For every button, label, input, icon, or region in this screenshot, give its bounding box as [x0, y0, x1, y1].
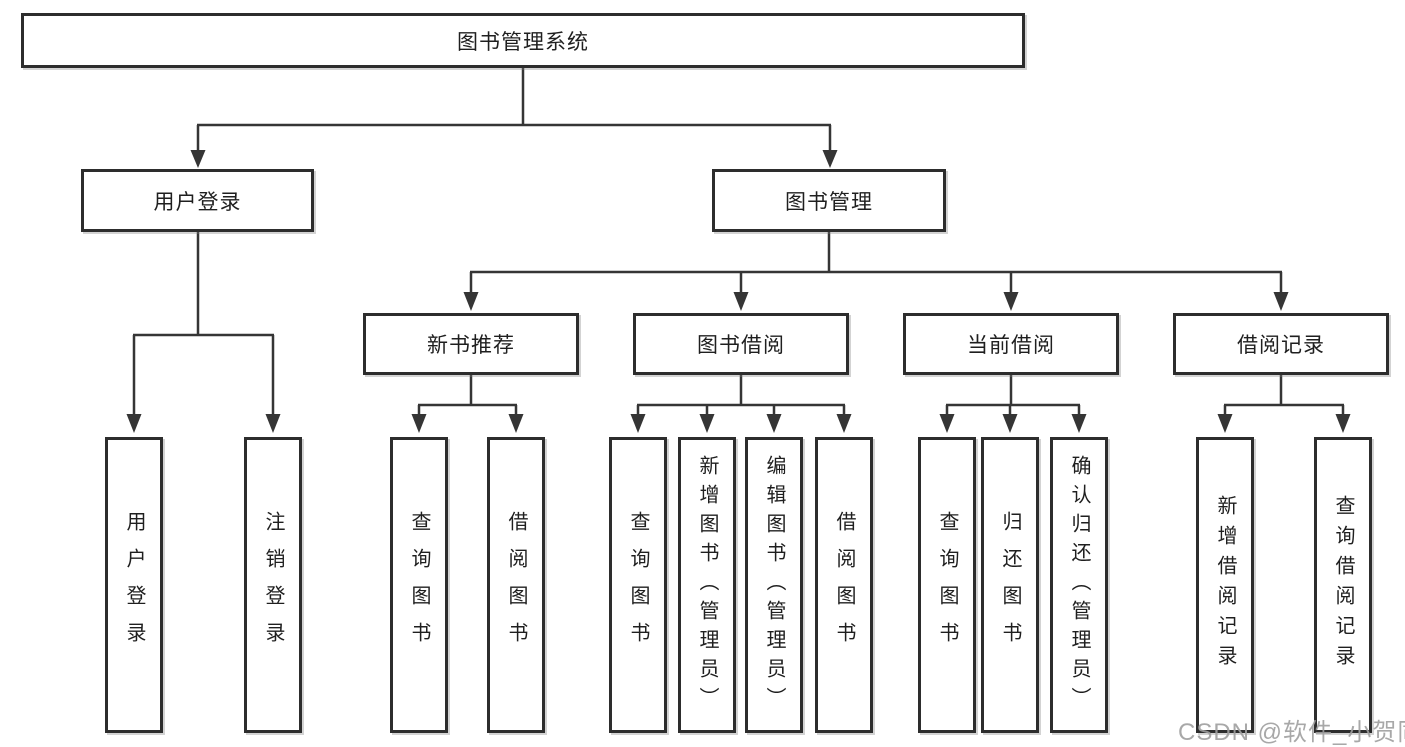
- leaf-nb-borrow-books: 借阅图书: [487, 437, 545, 733]
- leaf-label: 用户登录: [123, 511, 145, 659]
- node-label: 图书管理系统: [457, 30, 589, 54]
- leaf-label: 确认归还（管理员）: [1068, 454, 1090, 716]
- node-borrow-records: 借阅记录: [1173, 313, 1389, 375]
- leaf-cb-query-books: 查询图书: [918, 437, 976, 733]
- leaf-label: 查询图书: [408, 511, 430, 659]
- connector-borrow-records-branch: [1217, 375, 1351, 433]
- leaf-rec-add-record: 新增借阅记录: [1196, 437, 1254, 733]
- csdn-watermark: CSDN @软件_小贺同学: [1178, 719, 1405, 746]
- leaf-label: 借阅图书: [505, 511, 527, 659]
- leaf-label: 注销登录: [262, 511, 284, 659]
- node-label: 用户登录: [153, 190, 242, 214]
- leaf-logout: 注销登录: [244, 437, 302, 733]
- leaf-user-login: 用户登录: [105, 437, 163, 733]
- leaf-label: 借阅图书: [833, 511, 855, 659]
- leaf-cb-confirm-return-admin: 确认归还（管理员）: [1050, 437, 1108, 733]
- leaf-label: 查询借阅记录: [1332, 495, 1354, 675]
- connector-new-book-branch: [411, 375, 524, 433]
- leaf-label: 查询图书: [627, 511, 649, 659]
- leaf-bb-edit-books-admin: 编辑图书（管理员）: [745, 437, 803, 733]
- leaf-label: 新增借阅记录: [1214, 495, 1236, 675]
- node-root-library-system: 图书管理系统: [21, 13, 1025, 68]
- leaf-label: 查询图书: [936, 511, 958, 659]
- leaf-label: 编辑图书（管理员）: [763, 454, 785, 716]
- node-user-login: 用户登录: [81, 169, 314, 232]
- connector-book-borrow-branch: [630, 375, 852, 433]
- leaf-nb-query-books: 查询图书: [390, 437, 448, 733]
- leaf-rec-query-record: 查询借阅记录: [1314, 437, 1372, 733]
- leaf-bb-query-books: 查询图书: [609, 437, 667, 733]
- leaf-label: 归还图书: [999, 511, 1021, 659]
- leaf-bb-add-books-admin: 新增图书（管理员）: [678, 437, 736, 733]
- node-new-book-recommend: 新书推荐: [363, 313, 579, 375]
- connector-user-login-branch: [126, 232, 281, 433]
- connector-current-borrow-branch: [939, 375, 1087, 433]
- connector-book-management-branch: [463, 232, 1289, 311]
- leaf-cb-return-books: 归还图书: [981, 437, 1039, 733]
- node-label: 图书管理: [785, 190, 873, 214]
- node-label: 借阅记录: [1237, 334, 1325, 357]
- leaf-label: 新增图书（管理员）: [696, 454, 718, 716]
- node-label: 新书推荐: [427, 334, 515, 357]
- node-book-management: 图书管理: [712, 169, 946, 232]
- leaf-bb-borrow-books: 借阅图书: [815, 437, 873, 733]
- node-label: 图书借阅: [697, 334, 785, 357]
- connector-root-to-level2: [190, 68, 838, 168]
- node-book-borrow: 图书借阅: [633, 313, 849, 375]
- node-label: 当前借阅: [967, 334, 1055, 357]
- node-current-borrow: 当前借阅: [903, 313, 1119, 375]
